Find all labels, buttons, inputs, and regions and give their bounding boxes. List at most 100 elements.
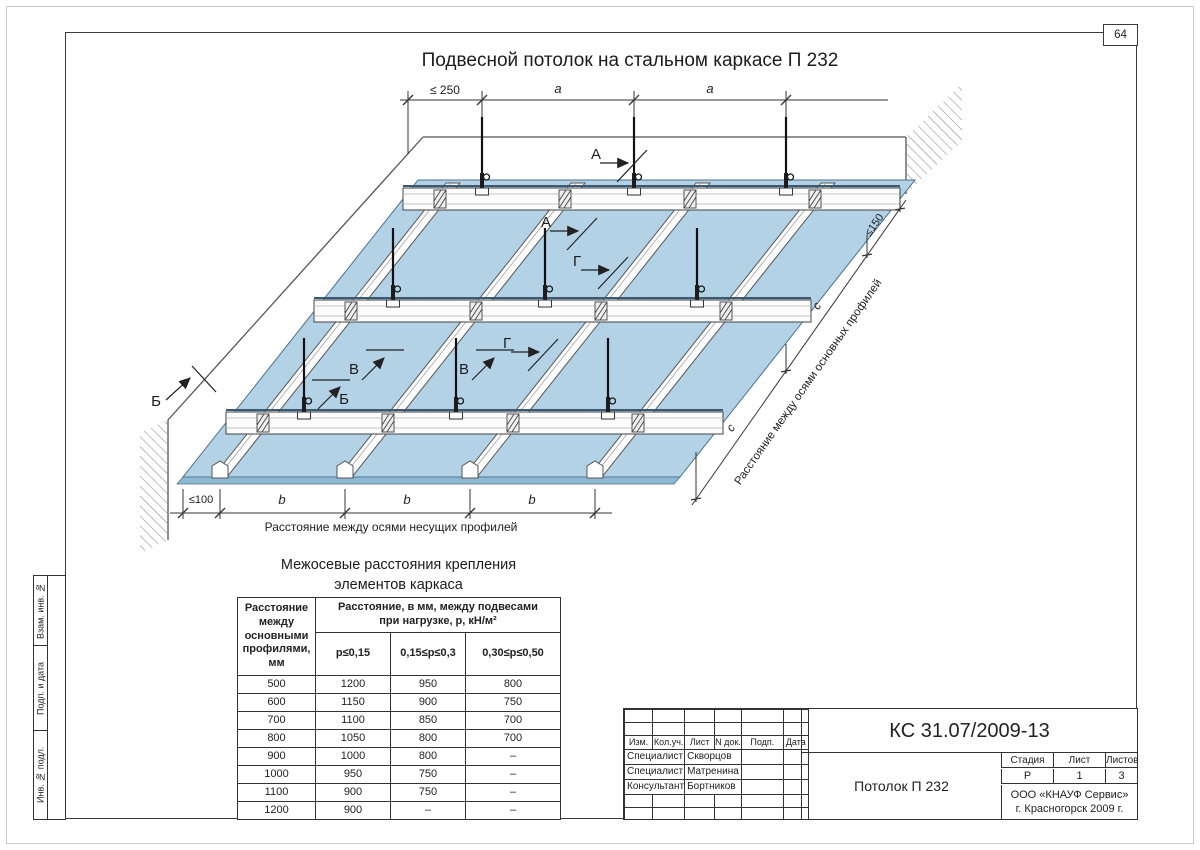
- spacing-table-title-line1: Межосевые расстояния крепления: [280, 557, 517, 573]
- table-cell: 1150: [315, 693, 391, 712]
- rev-header-ndok: N док.: [714, 735, 742, 750]
- table-cell: 800: [237, 729, 316, 748]
- section-letter-v2: В: [459, 361, 469, 378]
- document-number: КС 31.07/2009-13: [801, 709, 1137, 753]
- signature-role: Консультант: [623, 779, 686, 795]
- table-cell: 1000: [315, 747, 391, 766]
- table-cell: 500: [237, 675, 316, 694]
- title-block: Изм. Кол.уч. Лист N док. Подп. Дата Спец…: [623, 708, 1139, 820]
- table-cell: 850: [390, 711, 466, 730]
- wall-hatching: [140, 84, 962, 553]
- spacing-table-title-line2: элементов каркаса: [334, 576, 463, 593]
- carrying-profiles: [211, 182, 837, 479]
- signature-row: Консультант Бортников: [623, 779, 809, 795]
- table-cell: 800: [390, 747, 466, 766]
- section-marks: [165, 149, 648, 410]
- table-cell: 900: [390, 693, 466, 712]
- section-letter-g1: Г: [573, 253, 581, 270]
- stage-label: Стадия: [1001, 753, 1053, 768]
- table-cell: 1100: [315, 711, 391, 730]
- table-cell: 1050: [315, 729, 391, 748]
- table-cell: –: [465, 783, 561, 802]
- group-header: Расстояние, в мм, между подвесами при на…: [315, 597, 561, 633]
- signature-role: Специалист: [623, 749, 686, 765]
- section-letter-a1: А: [591, 146, 601, 163]
- table-cell: 700: [465, 729, 561, 748]
- sheet-value: 1: [1053, 769, 1105, 784]
- revision-header-row: Изм. Кол.уч. Лист N док. Подп. Дата: [623, 735, 809, 750]
- table-cell: 1200: [237, 801, 316, 820]
- section-letter-g2: Г: [503, 335, 511, 352]
- dim-caption-bottom: Расстояние между осями несущих профилей: [265, 520, 518, 534]
- table-cell: 900: [315, 783, 391, 802]
- dim-label-100: ≤100: [189, 494, 213, 506]
- company-line2: г. Красногорск 2009 г.: [1015, 803, 1124, 816]
- signature-name: Матренина: [684, 764, 742, 780]
- table-cell: 700: [237, 711, 316, 730]
- side-cell-podp: Подп. и дата: [34, 646, 48, 731]
- table-header-row: Расстояние между основными профилями, мм…: [237, 597, 561, 676]
- drawing-frame: [65, 32, 1137, 819]
- table-cell: 1100: [237, 783, 316, 802]
- cross-connectors: [256, 189, 822, 433]
- table-cell: 1000: [237, 765, 316, 784]
- side-cell-inv: Инв. № подл.: [34, 731, 48, 819]
- rev-header-koluch: Кол.уч.: [652, 735, 686, 750]
- rev-header-list: Лист: [684, 735, 716, 750]
- revision-table: Изм. Кол.уч. Лист N док. Подп. Дата Спец…: [623, 709, 809, 820]
- sheet-label: Лист: [1053, 753, 1105, 768]
- dim-label-b2: b: [403, 492, 410, 507]
- table-cell: 600: [237, 693, 316, 712]
- table-cell: 800: [390, 729, 466, 748]
- table-cell: 1200: [315, 675, 391, 694]
- dimension-right: [690, 192, 907, 506]
- spacing-table-grid: Расстояние между основными профилями, мм…: [237, 597, 561, 820]
- table-cell: 950: [390, 675, 466, 694]
- table-cell: –: [390, 801, 466, 820]
- stage-value: Р: [1001, 769, 1053, 784]
- table-cell: –: [465, 747, 561, 766]
- sheet-name: Потолок П 232: [801, 753, 1001, 819]
- dim-label-b3: b: [528, 492, 535, 507]
- side-label-vzam: Взам. инв. №: [35, 582, 46, 639]
- dim-label-b1: b: [278, 492, 285, 507]
- rev-header-podp: Подп.: [740, 735, 784, 750]
- dimension-top: [400, 91, 888, 154]
- drawing-title: Подвесной потолок на стальном каркасе П …: [421, 50, 839, 71]
- company-cell: ООО «КНАУФ Сервис» г. Красногорск 2009 г…: [1001, 785, 1137, 819]
- spacing-table: Расстояние между основными профилями, мм…: [237, 597, 561, 820]
- dim-label-a2: a: [706, 81, 713, 96]
- dim-label-a1: a: [554, 81, 561, 96]
- signature-role: Специалист: [623, 764, 686, 780]
- table-cell: 900: [315, 801, 391, 820]
- signature-row: Специалист Матренина: [623, 764, 809, 780]
- side-label-inv: Инв. № подл.: [35, 746, 46, 804]
- table-cell: 900: [237, 747, 316, 766]
- signature-name: Бортников: [684, 779, 742, 795]
- col1-header: Расстояние между основными профилями, мм: [237, 597, 316, 676]
- dimension-bottom: [170, 489, 612, 519]
- page-number: 64: [1103, 24, 1138, 46]
- company-line1: ООО «КНАУФ Сервис»: [1010, 789, 1129, 801]
- side-label-podp: Подп. и дата: [35, 661, 46, 715]
- table-cell: –: [465, 765, 561, 784]
- table-cell: 750: [390, 765, 466, 784]
- spacing-table-title: Межосевые расстояния крепления элементов…: [237, 556, 560, 595]
- section-letter-b2: Б: [339, 391, 349, 408]
- table-cell: 800: [465, 675, 561, 694]
- side-cell-vzam: Взам. инв. №: [34, 576, 48, 646]
- sheets-value: 3: [1105, 769, 1137, 784]
- table-cell: 750: [465, 693, 561, 712]
- table-cell: 950: [315, 765, 391, 784]
- subheader-3: 0,30≤р≤0,50: [465, 632, 561, 676]
- ceiling-panel: [176, 179, 917, 485]
- section-letter-v1: В: [349, 361, 359, 378]
